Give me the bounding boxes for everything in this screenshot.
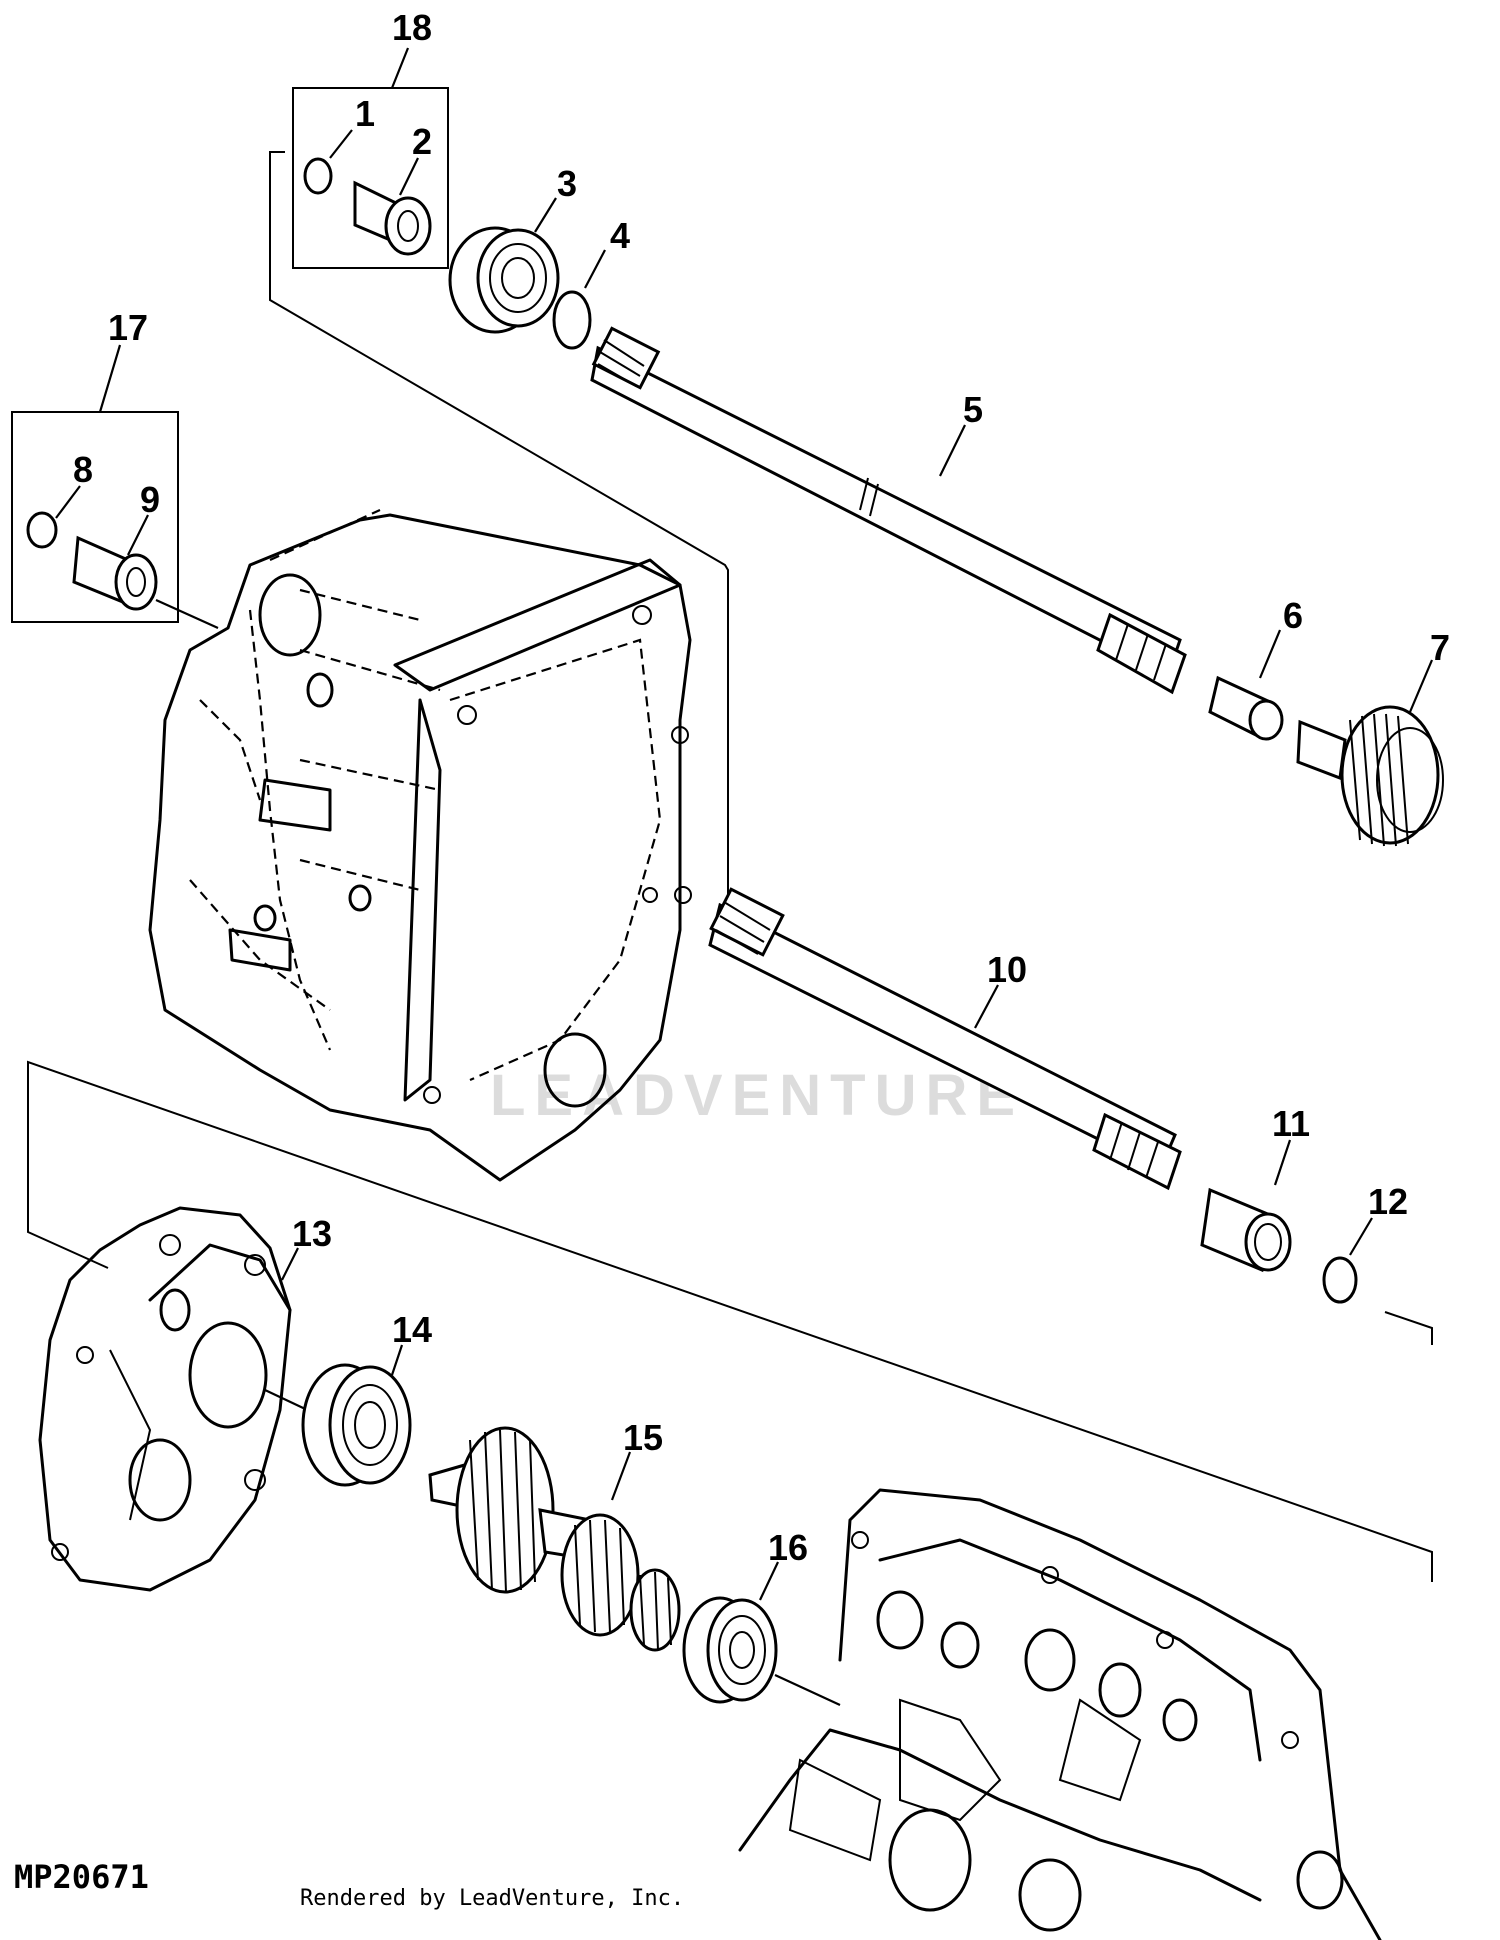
callout-8: 8 xyxy=(73,449,93,490)
callout-10: 10 xyxy=(987,949,1027,990)
cover-part-13 xyxy=(38,1206,319,1592)
callout-15: 15 xyxy=(623,1417,663,1458)
render-credit: Rendered by LeadVenture, Inc. xyxy=(300,1886,685,1911)
kit-box-17 xyxy=(11,344,179,623)
callout-11: 11 xyxy=(1272,1103,1310,1144)
transmission-housing xyxy=(148,508,692,1182)
ball-bearing-part-16 xyxy=(682,1561,841,1706)
retaining-ring-part-4 xyxy=(552,249,606,350)
bushing-part-2 xyxy=(353,157,432,256)
watermark: LEADVENTURE xyxy=(490,1063,1025,1128)
assembly-bracket-upper xyxy=(269,151,729,910)
callout-2: 2 xyxy=(412,121,432,162)
snap-ring-part-8 xyxy=(26,485,81,549)
callout-3: 3 xyxy=(557,163,577,204)
gear-part-7 xyxy=(1296,659,1444,847)
drawing-number: MP20671 xyxy=(14,1858,149,1896)
callout-14: 14 xyxy=(392,1309,432,1350)
callout-16: 16 xyxy=(768,1527,808,1568)
callout-18: 18 xyxy=(392,7,432,48)
ball-bearing-part-3 xyxy=(448,197,560,334)
snap-ring-part-12 xyxy=(1322,1217,1373,1304)
callout-labels: 1 2 3 4 5 6 7 8 9 10 11 12 13 14 15 16 1… xyxy=(73,7,1450,1568)
callout-17: 17 xyxy=(108,307,148,348)
sleeve-part-6 xyxy=(1208,629,1284,741)
lower-shaft-part-10 xyxy=(708,887,1182,1191)
bushing-part-9 xyxy=(72,514,219,630)
callout-13: 13 xyxy=(292,1213,332,1254)
main-case-lower xyxy=(738,1488,1382,1940)
callout-1: 1 xyxy=(355,93,375,134)
snap-ring-part-1 xyxy=(303,129,353,195)
upper-shaft-part-5 xyxy=(590,326,1187,695)
callout-7: 7 xyxy=(1430,627,1450,668)
callout-4: 4 xyxy=(610,215,630,256)
kit-box-18 xyxy=(292,47,449,269)
callout-9: 9 xyxy=(140,479,160,520)
callout-12: 12 xyxy=(1368,1181,1408,1222)
needle-bearing-part-11 xyxy=(1200,1139,1292,1273)
callout-6: 6 xyxy=(1283,595,1303,636)
assembly-bracket-lower xyxy=(27,1060,1433,1582)
gear-cluster-part-15 xyxy=(428,1426,681,1652)
callout-5: 5 xyxy=(963,389,983,430)
ball-bearing-part-14 xyxy=(301,1344,412,1487)
